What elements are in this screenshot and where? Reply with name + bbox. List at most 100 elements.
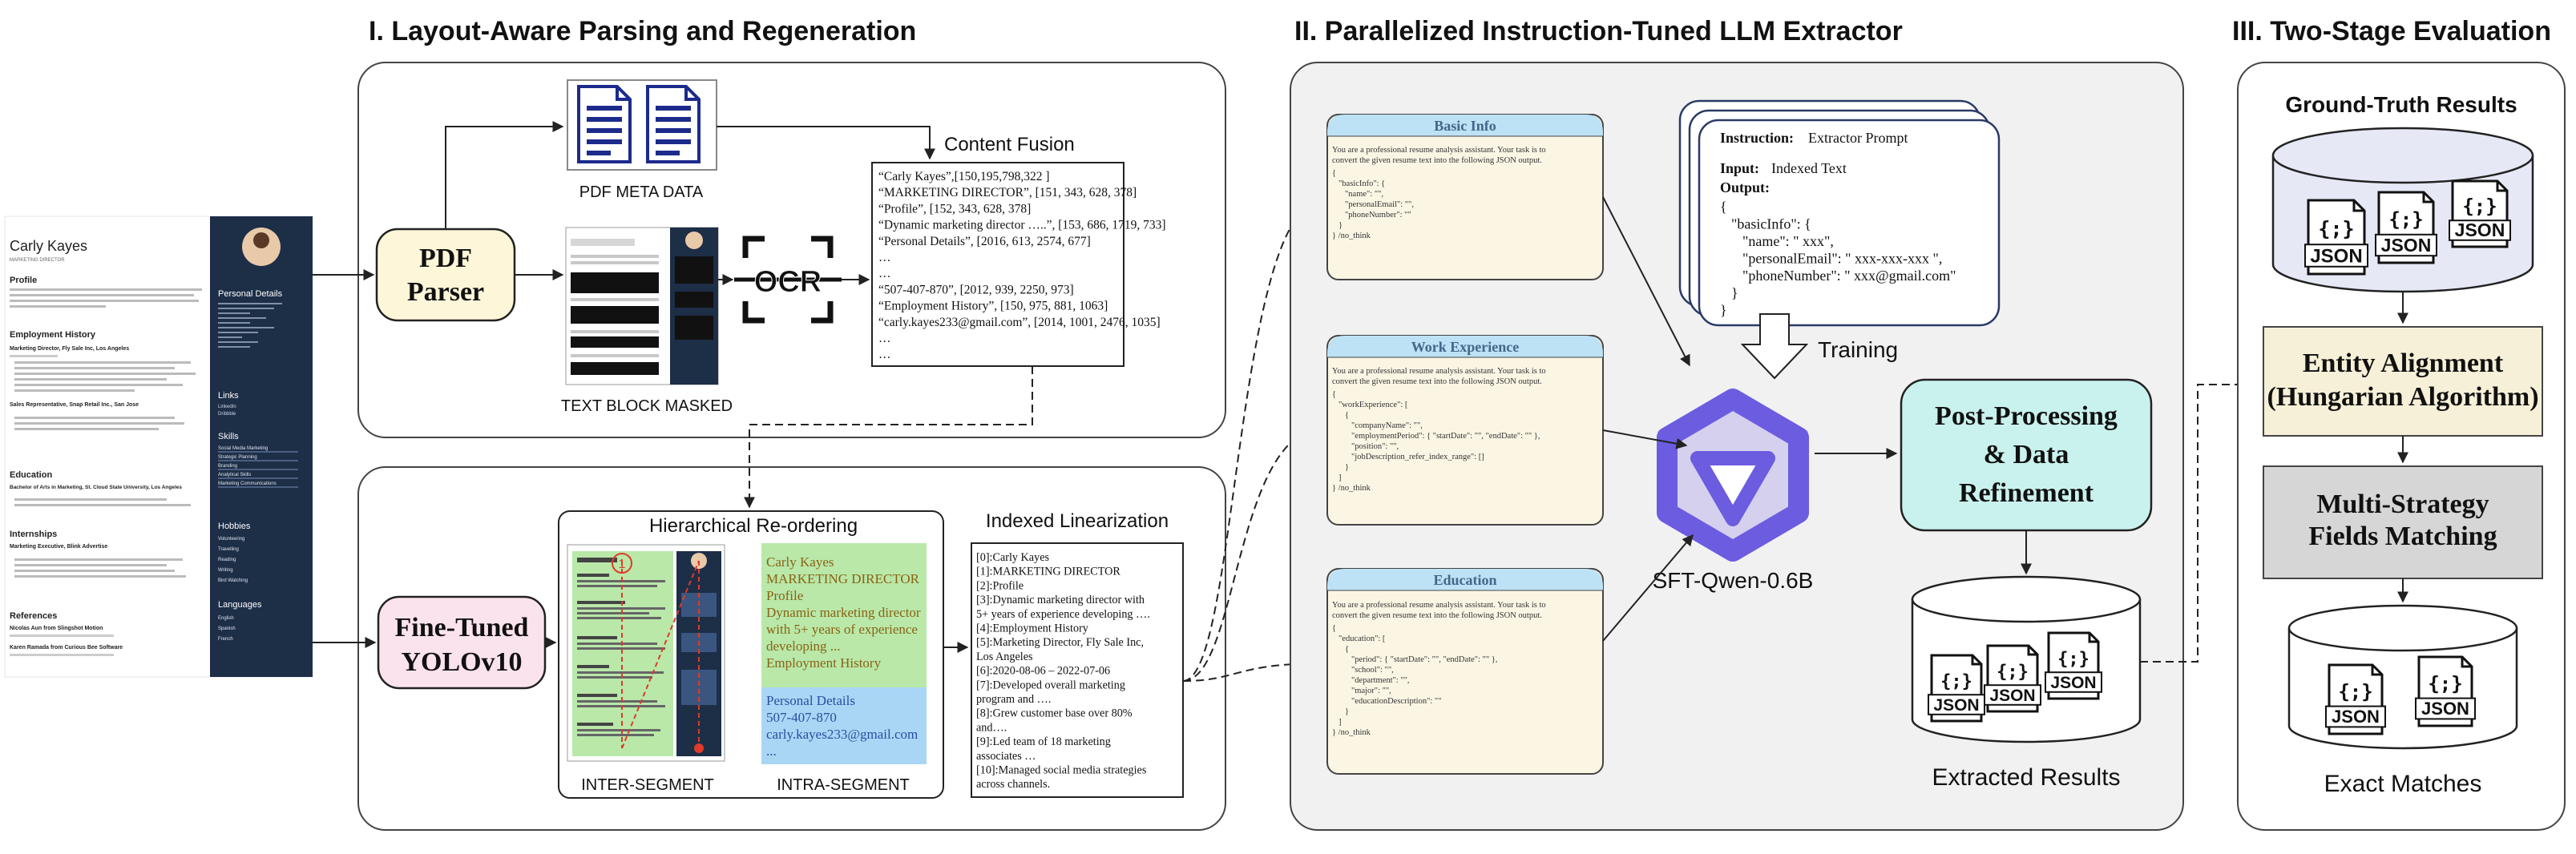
resume-hobby-item: Bird Watching: [218, 578, 248, 583]
prompt-json-line: "basicInfo": {: [1338, 179, 1385, 188]
ocr-label: OCR: [754, 265, 822, 299]
resume-employment-heading: Employment History: [10, 330, 96, 340]
resume-hobbies: VolunteeringTravellingReadingWritingBird…: [218, 537, 248, 583]
training-label: Training: [1818, 337, 1898, 362]
output-json-line: "name": " xxx",: [1742, 233, 1834, 249]
resume-name: Carly Kayes: [10, 238, 87, 254]
prompt-json-line: "position": "",: [1351, 442, 1399, 451]
prompt-json-line: ]: [1338, 473, 1342, 482]
prompt-json-line: } /no_think: [1332, 728, 1371, 737]
indexed-line: [7]:Developed overall marketing: [976, 679, 1125, 691]
fusion-line: …: [878, 348, 891, 361]
prompt-json-line: "educationDescription": "": [1351, 697, 1442, 706]
fusion-line: “507-407-870”, [2012, 939, 2250, 973]: [878, 283, 1074, 296]
indexed-box: [971, 542, 1184, 798]
resume-internships-heading: Internships: [10, 530, 57, 539]
intra-green-line: Dynamic marketing director: [766, 605, 921, 620]
resume-references-heading: References: [10, 611, 57, 621]
resume-hobby-item: Reading: [218, 558, 236, 562]
prompt-intro-line: You are a professional resume analysis a…: [1332, 146, 1546, 155]
resume-skill-item: Branding: [218, 464, 237, 469]
fields-matching-label-2: Fields Matching: [2308, 522, 2497, 551]
education-card: Education You are a professional resume …: [1326, 568, 1604, 775]
entity-alignment-label-1: Entity Alignment: [2303, 348, 2504, 378]
svg-text:1: 1: [619, 558, 626, 571]
education-title: Education: [1433, 572, 1496, 588]
prompt-intro-line: convert the given resume text into the f…: [1332, 156, 1542, 165]
fusion-line: “Employment History”, [150, 975, 881, 10…: [878, 300, 1108, 313]
indexed-line: [9]:Led team of 18 marketing: [976, 735, 1111, 748]
indexed-line: [10]:Managed social media strategies: [976, 764, 1147, 777]
text-masked-label: TEXT BLOCK MASKED: [561, 397, 733, 415]
svg-text:{;}: {;}: [2338, 680, 2372, 703]
resume-role: MARKETING DIRECTOR: [10, 258, 65, 263]
work-experience-card: Work Experience You are a professional r…: [1326, 335, 1604, 526]
resume-reference-1: Nicolas Aun from Slingshot Motion: [10, 626, 103, 631]
fusion-line: “carly.kayes233@gmail.com”, [2014, 1001,…: [878, 316, 1161, 329]
resume-hobby-item: Travelling: [218, 547, 239, 552]
resume-link-1: LinkedIn: [218, 405, 236, 409]
exact-matches-label: Exact Matches: [2324, 771, 2482, 797]
intra-green-line: developing ...: [766, 638, 841, 654]
prompt-intro-line: convert the given resume text into the f…: [1332, 611, 1542, 620]
fields-matching-label-1: Multi-Strategy: [2316, 489, 2489, 519]
pdf-meta-icon: [567, 79, 717, 171]
resume-job-1: Marketing Director, Fly Sale Inc, Los An…: [10, 346, 129, 352]
indexed-line: and….: [976, 721, 1007, 734]
resume-side-links: Links: [218, 391, 239, 401]
indexed-line: [5]:Marketing Director, Fly Sale Inc,: [976, 636, 1144, 649]
intra-segment-label: INTRA-SEGMENT: [777, 776, 910, 794]
instruction-label: Instruction:: [1720, 130, 1794, 146]
resume-job-2: Sales Representative, Snap Retail Inc., …: [10, 402, 139, 408]
prompt-json-line: "major": "",: [1351, 687, 1391, 695]
output-json-line: "phoneNumber": " xxx@gmail.com": [1742, 268, 1956, 284]
post-processing-label-1: Post-Processing: [1935, 401, 2118, 431]
resume-internship-1: Marketing Executive, Blink Advertise: [10, 544, 107, 550]
exact-json-icons: {;}JSON{;}JSON: [2325, 655, 2476, 735]
resume-education-heading: Education: [10, 470, 52, 480]
prompt-json-line: "department": "",: [1351, 676, 1410, 685]
training-arrow: [1740, 313, 1809, 380]
json-file-label: JSON: [2421, 699, 2469, 719]
model-name-label: SFT-Qwen-0.6B: [1653, 568, 1814, 593]
fusion-line: “Carly Kayes”,[150,195,798,322 ]: [878, 170, 1050, 183]
basic-info-card: Basic Info You are a professional resume…: [1326, 114, 1604, 280]
prompt-json-line: } /no_think: [1332, 232, 1371, 240]
svg-text:{;}: {;}: [2388, 208, 2423, 231]
indexed-line: associates …: [976, 750, 1036, 763]
content-fusion-box: [871, 162, 1124, 367]
prompt-json-line: "school": "",: [1351, 666, 1394, 675]
prompt-json-line: "workExperience": [: [1338, 401, 1408, 409]
output-label: Output:: [1720, 179, 1770, 195]
output-json-line: "basicInfo": {: [1731, 216, 1811, 232]
post-processing-label-3: Refinement: [1959, 478, 2094, 508]
work-experience-title: Work Experience: [1411, 339, 1519, 355]
resume-skill-bar: [218, 469, 298, 470]
json-file-icon: {;}JSON: [2045, 631, 2102, 700]
json-file-icon: {;}JSON: [2325, 663, 2386, 735]
output-json-line: "personalEmail": " xxx-xxx-xxx ",: [1742, 251, 1942, 267]
prompt-intro-line: You are a professional resume analysis a…: [1332, 367, 1546, 376]
prompt-json-line: "personalEmail": "",: [1345, 200, 1414, 209]
fusion-line: “Profile”, [152, 343, 628, 378]: [878, 202, 1031, 216]
masked-resume-thumbnail: [565, 227, 719, 385]
json-file-label: JSON: [2310, 245, 2362, 267]
fusion-line: …: [878, 267, 891, 280]
extracted-json-icons: {;}JSON{;}JSON{;}JSON: [1928, 631, 2102, 723]
content-fusion-label: Content Fusion: [944, 134, 1075, 155]
resume-side-details: Personal Details: [218, 289, 283, 299]
json-file-label: JSON: [2381, 235, 2432, 256]
resume-reference-2: Karen Ramada from Curious Bee Software: [10, 645, 123, 651]
intra-blue-text: Personal Details507-407-870carly.kayes23…: [766, 693, 918, 759]
entity-alignment-box: [2263, 326, 2543, 437]
output-json-line: }: [1720, 302, 1727, 318]
json-file-icon: {;}JSON: [1928, 654, 1985, 723]
output-json-text: {"basicInfo": {"name": " xxx","personalE…: [1720, 199, 1956, 318]
resume-skill-bar: [218, 477, 298, 479]
prompt-json-line: "phoneNumber": "": [1345, 211, 1411, 220]
prompt-json-line: "period": { "startDate": "", "endDate": …: [1351, 655, 1497, 664]
input-label: Input:: [1720, 160, 1759, 176]
indexed-text: [0]:Carly Kayes[1]:MARKETING DIRECTOR[2]…: [976, 551, 1150, 791]
